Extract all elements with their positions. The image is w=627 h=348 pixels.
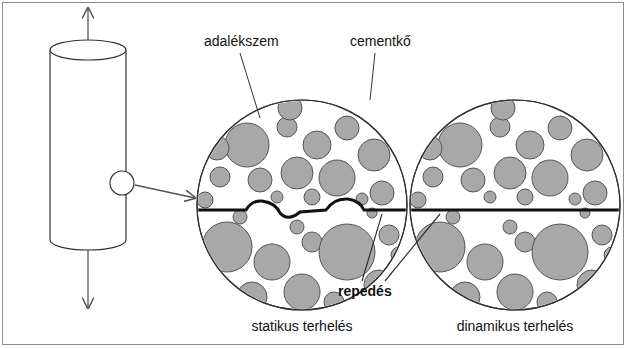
frame (3, 3, 624, 345)
aggregate-grain (304, 189, 320, 205)
aggregate-grain (423, 167, 443, 187)
load-arrow (87, 250, 88, 308)
aggregate-grain (446, 210, 460, 224)
aggregate-grain (517, 189, 533, 205)
crack-line (196, 199, 410, 217)
magnified-section (410, 100, 620, 310)
aggregate-grain (410, 192, 426, 208)
aggregate-grain (248, 168, 272, 192)
aggregate-grain (335, 116, 359, 140)
leader-line (370, 53, 375, 100)
aggregate-grain (284, 274, 320, 310)
aggregate-grain (548, 116, 572, 140)
aggregate-grain (484, 191, 496, 203)
aggregate-grain (571, 139, 603, 171)
aggregate-grain (271, 191, 283, 203)
aggregate-grain (532, 160, 568, 196)
aggregate-grain (592, 225, 612, 245)
caption-static: statikus terhelés (251, 318, 352, 335)
aggregate-grain (225, 123, 269, 167)
aggregate-grain (391, 247, 407, 263)
section-outline (410, 100, 620, 310)
aggregate-grain (202, 222, 252, 272)
magnify-arrow (135, 185, 195, 198)
leader-line (240, 53, 260, 118)
crack-line (410, 209, 620, 212)
aggregate-grain (604, 247, 620, 263)
caption-dynamic: dinamikus terhelés (457, 318, 574, 335)
load-arrow (87, 8, 88, 44)
cylinder-body (50, 50, 126, 250)
aggregate-grain (497, 274, 533, 310)
aggregate-grain (319, 224, 375, 280)
aggregate-grain (290, 220, 304, 234)
aggregate-grains (410, 96, 620, 312)
aggregate-grain (516, 131, 544, 159)
label-crack: repedés (338, 283, 392, 300)
magnified-section (197, 100, 407, 310)
aggregate-grains (197, 96, 407, 312)
aggregate-grain (233, 210, 247, 224)
aggregate-grain (583, 181, 607, 205)
section-outline (197, 100, 407, 310)
aggregate-grain (210, 167, 230, 187)
aggregate-grain (200, 270, 224, 294)
aggregate-grain (494, 157, 526, 189)
cylinder-top (50, 40, 126, 60)
aggregate-grain (358, 139, 390, 171)
aggregate-grain (370, 181, 394, 205)
aggregate-grain (577, 270, 607, 300)
aggregate-grain (467, 244, 503, 280)
aggregate-grain (379, 225, 399, 245)
aggregate-grain (303, 131, 331, 159)
aggregate-grain (197, 192, 213, 208)
leader-line (362, 214, 382, 281)
aggregate-grain (532, 224, 588, 280)
aggregate-grain (415, 222, 465, 272)
aggregate-grain (503, 220, 517, 234)
aggregate-grain (319, 160, 355, 196)
aggregate-grain (254, 244, 290, 280)
aggregate-grain (461, 168, 485, 192)
aggregate-grain (281, 157, 313, 189)
leader-line (385, 214, 440, 281)
aggregate-grain (438, 123, 482, 167)
label-adalekszem: adalékszem (204, 33, 279, 50)
label-cementko: cementkő (350, 33, 411, 50)
detail-circle (110, 171, 134, 195)
aggregate-grain (413, 270, 437, 294)
aggregate-grain (569, 193, 581, 205)
